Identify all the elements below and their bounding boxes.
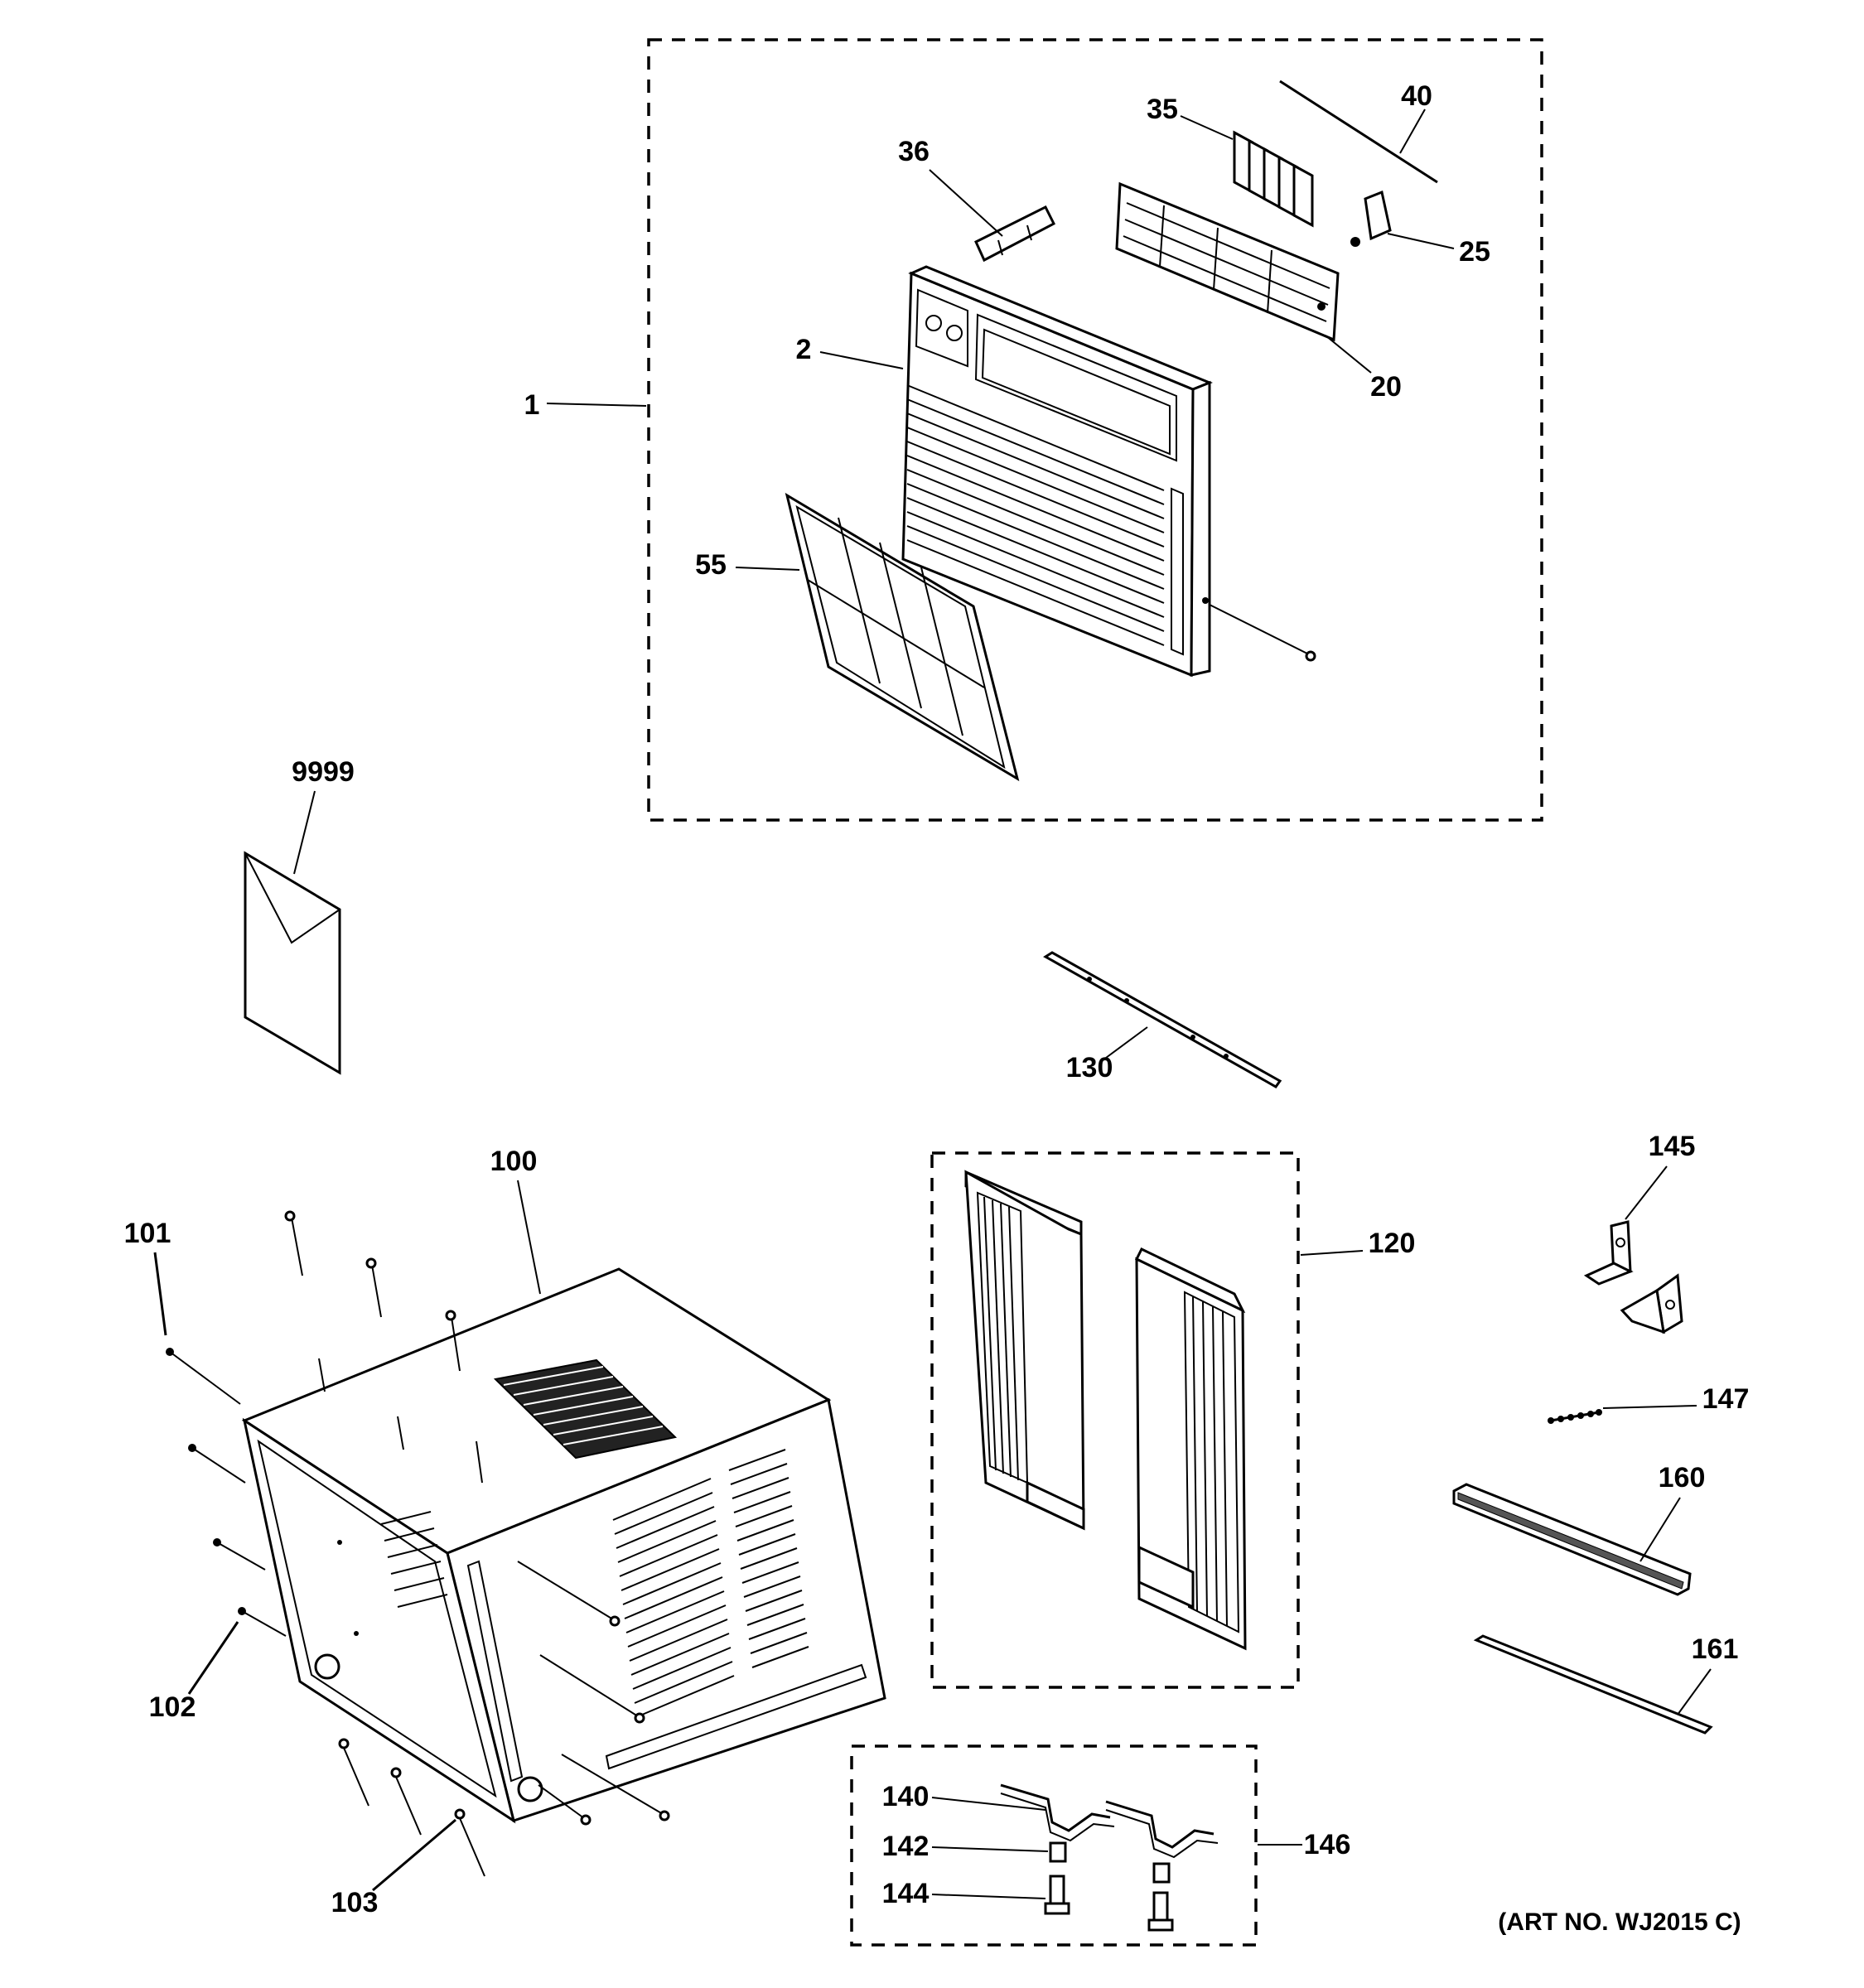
part-55-filter	[785, 492, 1020, 782]
label-146: 146	[1304, 1829, 1351, 1860]
leader-35	[1180, 115, 1234, 140]
cabinet-top-screws	[284, 1210, 483, 1484]
leader-161	[1677, 1668, 1712, 1715]
leader-20	[1325, 335, 1372, 374]
label-145: 145	[1649, 1131, 1696, 1162]
leader-144	[931, 1894, 1046, 1899]
front-assembly-group-box	[647, 38, 1543, 822]
label-25: 25	[1459, 236, 1490, 268]
label-2: 2	[796, 334, 812, 365]
leader-40	[1399, 109, 1426, 154]
part-35-louvers	[1233, 130, 1314, 228]
part-142-nuts	[1049, 1841, 1171, 1884]
leader-160	[1639, 1497, 1681, 1562]
part-140-support-left	[1000, 1783, 1115, 1842]
leader-145	[1625, 1165, 1668, 1220]
label-9999: 9999	[292, 756, 355, 788]
part-36-bracket	[974, 205, 1055, 263]
leader-2	[819, 351, 904, 369]
label-100: 100	[490, 1146, 538, 1177]
label-35: 35	[1147, 94, 1178, 125]
label-142: 142	[882, 1831, 930, 1862]
label-120: 120	[1369, 1228, 1416, 1259]
part-20-grille	[1115, 181, 1340, 342]
part-2-front-panel	[901, 265, 1213, 678]
label-102: 102	[149, 1691, 196, 1723]
leader-130	[1105, 1026, 1148, 1059]
label-130: 130	[1066, 1052, 1113, 1083]
art-number: (ART NO. WJ2015 C)	[1498, 1908, 1741, 1936]
cabinet-side-screws	[166, 1348, 287, 1637]
part-144-bolts	[1044, 1875, 1174, 1932]
cabinet-right-screws	[517, 1561, 670, 1826]
leader-9999	[293, 790, 316, 875]
label-103: 103	[331, 1887, 379, 1918]
label-160: 160	[1659, 1462, 1706, 1493]
leader-103	[372, 1818, 456, 1892]
label-36: 36	[898, 136, 930, 167]
leader-140	[931, 1797, 1046, 1811]
leader-1	[546, 403, 647, 407]
cabinet-bottom-screws	[338, 1738, 485, 1877]
screw-line-front-panel	[1209, 604, 1310, 655]
label-55: 55	[695, 549, 727, 581]
part-100-cabinet	[241, 1267, 886, 1824]
label-147: 147	[1702, 1383, 1750, 1415]
part-25-tab	[1350, 190, 1392, 247]
leader-102	[187, 1621, 239, 1695]
screw-front-panel	[1305, 650, 1316, 662]
side-curtain-group-box	[930, 1151, 1300, 1689]
part-130-rail	[1043, 951, 1282, 1088]
leader-147	[1602, 1405, 1697, 1409]
leader-55	[735, 567, 800, 571]
part-40-strip	[1279, 80, 1438, 184]
leader-101	[153, 1252, 167, 1336]
part-9999-manual	[244, 851, 341, 1075]
part-161-strip	[1473, 1634, 1713, 1735]
leader-36	[929, 169, 1003, 237]
leader-120	[1300, 1250, 1364, 1256]
leader-100	[517, 1180, 541, 1295]
label-1: 1	[524, 389, 540, 421]
label-101: 101	[124, 1218, 171, 1249]
part-147-screws	[1548, 1409, 1602, 1424]
part-160-seal	[1452, 1483, 1692, 1596]
label-20: 20	[1370, 371, 1402, 403]
part-120-left-curtain	[964, 1170, 1085, 1531]
part-120-right-curtain	[1134, 1247, 1247, 1651]
leader-142	[931, 1846, 1049, 1852]
part-140-support-right	[1105, 1800, 1219, 1859]
leader-25	[1387, 233, 1455, 249]
part-145-brackets	[1583, 1220, 1683, 1334]
label-140: 140	[882, 1781, 930, 1812]
label-40: 40	[1401, 80, 1432, 112]
label-144: 144	[882, 1878, 930, 1909]
label-161: 161	[1692, 1633, 1739, 1665]
